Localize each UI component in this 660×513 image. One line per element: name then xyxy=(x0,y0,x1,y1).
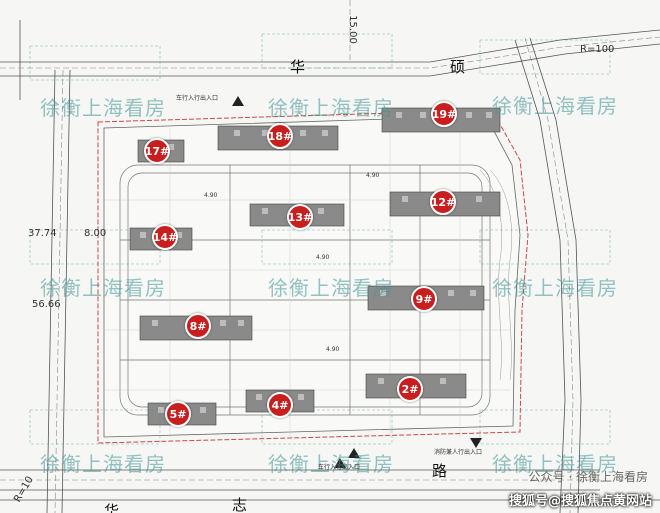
entrance-north: 车行入行出入口 xyxy=(176,95,219,102)
dimension-inner-c: 4.90 xyxy=(316,254,330,261)
building-marker-19[interactable]: 19# xyxy=(431,101,457,127)
watermark-mid-center: 徐衡上海看房 xyxy=(268,276,394,300)
watermark-bottom-right: 徐衡上海看房 xyxy=(492,452,618,476)
building-marker-2[interactable]: 2# xyxy=(397,376,423,402)
building-marker-17[interactable]: 17# xyxy=(144,138,170,164)
road-south-char-2: 志 xyxy=(232,496,248,513)
building-marker-4[interactable]: 4# xyxy=(267,392,293,418)
building-marker-9[interactable]: 9# xyxy=(411,286,437,312)
entrance-south-car: 车行入行出入口 xyxy=(318,464,361,471)
dimension-inner-b: 4.90 xyxy=(366,172,380,179)
building-marker-12[interactable]: 12# xyxy=(430,189,456,215)
dimension-left-c: 8.00 xyxy=(84,228,107,239)
dimension-left-a: 37.74 xyxy=(28,228,57,239)
source-footer: 搜狐号@搜狐焦点黄网站 xyxy=(508,494,652,509)
dimension-left-b: 56.66 xyxy=(32,299,61,310)
watermark-bottom-center: 徐衡上海看房 xyxy=(268,452,394,476)
account-credit: 公众号 · 徐衡上海看房 xyxy=(528,470,648,484)
watermark-top-right: 徐衡上海看房 xyxy=(492,94,618,118)
road-north-char-1: 华 xyxy=(290,58,306,76)
building-marker-18[interactable]: 18# xyxy=(267,123,293,149)
dimension-inner-d: 4.90 xyxy=(326,346,340,353)
dimension-inner-a: 4.90 xyxy=(204,192,218,199)
building-marker-8[interactable]: 8# xyxy=(185,313,211,339)
road-radius-label: R=100 xyxy=(580,44,615,55)
building-marker-13[interactable]: 13# xyxy=(287,204,313,230)
watermark-top-left: 徐衡上海看房 xyxy=(40,96,166,120)
entrance-south-fire: 消防兼人行出入口 xyxy=(434,449,483,456)
road-north-char-2: 硕 xyxy=(450,58,466,76)
building-marker-14[interactable]: 14# xyxy=(152,224,178,250)
building-marker-5[interactable]: 5# xyxy=(165,401,191,427)
watermark-bottom-left: 徐衡上海看房 xyxy=(40,452,166,476)
watermark-mid-left: 徐衡上海看房 xyxy=(40,276,166,300)
road-south-char-1: 路 xyxy=(432,462,448,480)
watermark-top-center: 徐衡上海看房 xyxy=(268,96,394,120)
dimension-top: 15.00 xyxy=(346,15,358,44)
watermark-mid-right: 徐衡上海看房 xyxy=(492,276,618,300)
road-south-char-3: 华 xyxy=(104,502,120,513)
